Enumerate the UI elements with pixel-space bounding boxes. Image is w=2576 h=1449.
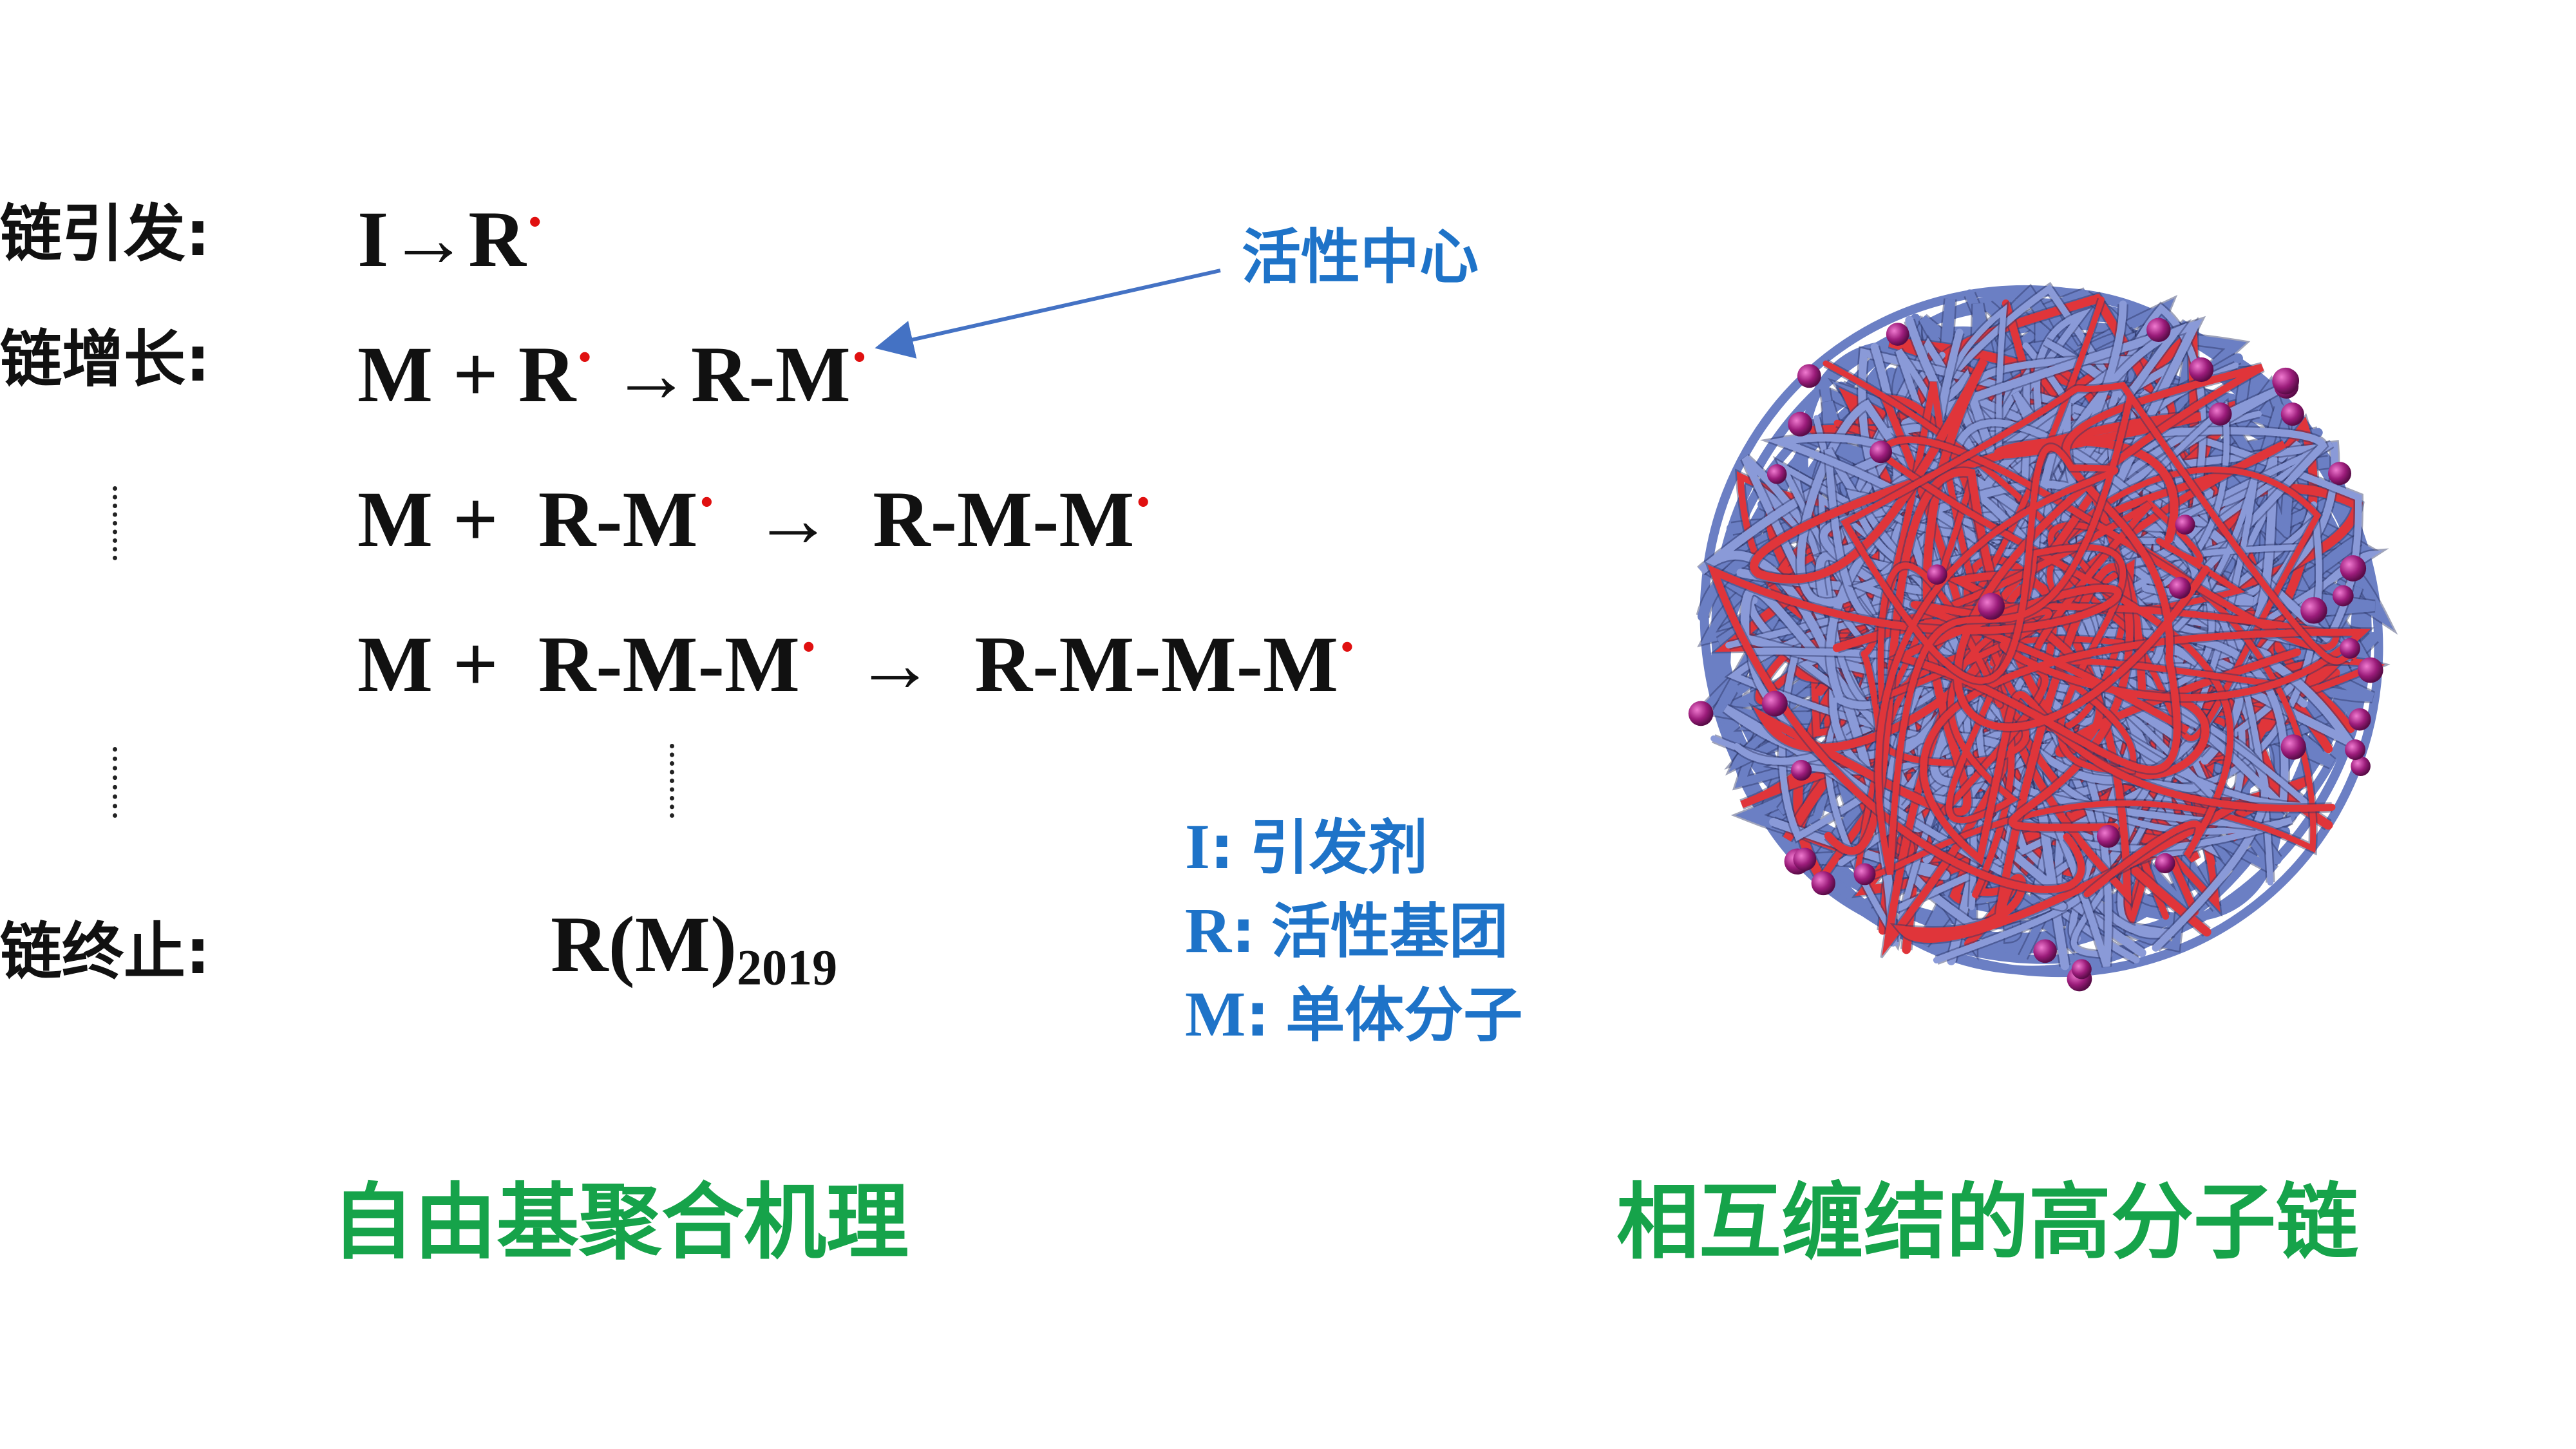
monomer-bead xyxy=(1797,364,1821,388)
polymer-strand xyxy=(1707,363,2264,893)
termination-label: 链终止: xyxy=(0,916,211,988)
polymer-strand xyxy=(1910,601,2371,866)
polymer-strand xyxy=(1875,436,2340,898)
polymer-strand xyxy=(1823,360,2322,741)
polymer-strand xyxy=(1877,544,2282,824)
polymer-strands xyxy=(1696,281,2398,977)
terminal-base: R(M) xyxy=(551,900,737,989)
equation-initiation: I→R• xyxy=(357,200,541,279)
monomer-bead xyxy=(2168,576,2191,599)
left-ellipsis-1 xyxy=(113,486,117,560)
polymer-strand xyxy=(1841,381,2357,875)
legend-meaning: 引发剂 xyxy=(1249,813,1428,882)
monomer-bead xyxy=(1788,412,1813,437)
eq2-arrow: → xyxy=(611,330,691,419)
monomer-bead xyxy=(2175,515,2195,535)
radical-dot: • xyxy=(528,202,542,242)
monomer-bead xyxy=(2071,959,2092,980)
left-ellipsis-2 xyxy=(113,747,117,818)
monomer-bead xyxy=(2300,597,2327,624)
monomer-bead xyxy=(1811,871,1835,896)
eq3-lhs: M + R-M xyxy=(357,475,698,564)
monomer-bead xyxy=(2327,462,2352,486)
caption-left: 自由基聚合机理 xyxy=(332,1175,909,1271)
legend-separator: : xyxy=(1209,813,1234,882)
monomer-bead xyxy=(2332,585,2354,607)
eq4-lhs: M + R-M-M xyxy=(357,620,800,708)
propagation-label: 链增长: xyxy=(0,323,211,395)
monomer-bead xyxy=(1761,690,1788,717)
equation-propagation-1: M + R• →R-M• xyxy=(357,335,866,415)
monomer-bead xyxy=(1853,863,1876,886)
radical-dot: • xyxy=(700,482,714,522)
monomer-bead xyxy=(1766,464,1787,484)
monomer-bead xyxy=(2351,756,2371,777)
monomer-bead xyxy=(2345,739,2366,761)
legend-item-initiator: I: 引发剂 xyxy=(1185,815,1428,879)
equation-termination: R(M)2019 xyxy=(551,905,837,992)
monomer-bead xyxy=(2272,367,2299,395)
legend-separator: : xyxy=(1231,897,1256,966)
eq4-rhs: R-M-M-M xyxy=(974,620,1339,708)
eq2-rhs: R-M xyxy=(690,330,851,419)
legend-separator: : xyxy=(1245,981,1270,1050)
legend-item-monomer: M: 单体分子 xyxy=(1185,982,1522,1046)
radical-dot: • xyxy=(1137,482,1150,522)
monomer-bead xyxy=(2033,939,2057,963)
radical-dot: • xyxy=(853,337,866,377)
legend-meaning: 活性基团 xyxy=(1271,897,1509,966)
monomer-bead xyxy=(2280,402,2304,426)
monomer-beads xyxy=(1688,317,2383,992)
eq4-arrow: → xyxy=(855,620,935,708)
monomer-bead xyxy=(1886,323,1909,346)
entangled-polymer-illustration xyxy=(1688,281,2398,992)
polymer-strand xyxy=(1837,348,2104,964)
initiation-label: 链引发: xyxy=(0,198,211,270)
polymer-strand xyxy=(1750,358,2202,817)
monomer-bead xyxy=(1790,759,1812,781)
monomer-bead xyxy=(2348,708,2371,731)
monomer-bead xyxy=(1927,564,1947,585)
monomer-bead xyxy=(2208,402,2232,426)
equation-propagation-3: M + R-M-M• → R-M-M-M• xyxy=(357,625,1354,705)
middle-ellipsis xyxy=(670,744,674,818)
monomer-bead xyxy=(2340,555,2367,582)
monomer-bead xyxy=(2280,734,2306,760)
eq3-arrow: → xyxy=(753,475,833,564)
caption-right: 相互缠结的高分子链 xyxy=(1616,1175,2359,1271)
legend-item-radical: R: 活性基团 xyxy=(1185,898,1508,963)
radical-dot: • xyxy=(802,627,815,667)
monomer-bead xyxy=(2096,824,2120,848)
monomer-bead xyxy=(1870,440,1893,464)
legend-meaning: 单体分子 xyxy=(1285,981,1523,1050)
active-center-annotation: 活性中心 xyxy=(1242,224,1479,289)
eq1-text: I→R xyxy=(357,195,526,283)
monomer-bead xyxy=(2189,357,2214,383)
equation-propagation-2: M + R-M• → R-M-M• xyxy=(357,480,1150,560)
legend-symbol: M xyxy=(1185,978,1246,1050)
legend-symbol: I xyxy=(1185,811,1210,882)
terminal-subscript: 2019 xyxy=(737,939,838,996)
eq2-lhs: M + R xyxy=(357,330,576,419)
monomer-bead xyxy=(1688,701,1714,726)
radical-dot: • xyxy=(1341,627,1354,667)
monomer-bead xyxy=(2146,317,2171,343)
monomer-bead xyxy=(2340,638,2360,659)
monomer-bead xyxy=(2155,853,2175,874)
active-center-text: 活性中心 xyxy=(1242,223,1479,292)
monomer-bead xyxy=(1793,848,1817,871)
radical-dot: • xyxy=(578,337,591,377)
monomer-bead xyxy=(1978,592,2005,620)
legend-symbol: R xyxy=(1185,895,1232,966)
eq3-rhs: R-M-M xyxy=(873,475,1135,564)
monomer-bead xyxy=(2357,657,2383,683)
